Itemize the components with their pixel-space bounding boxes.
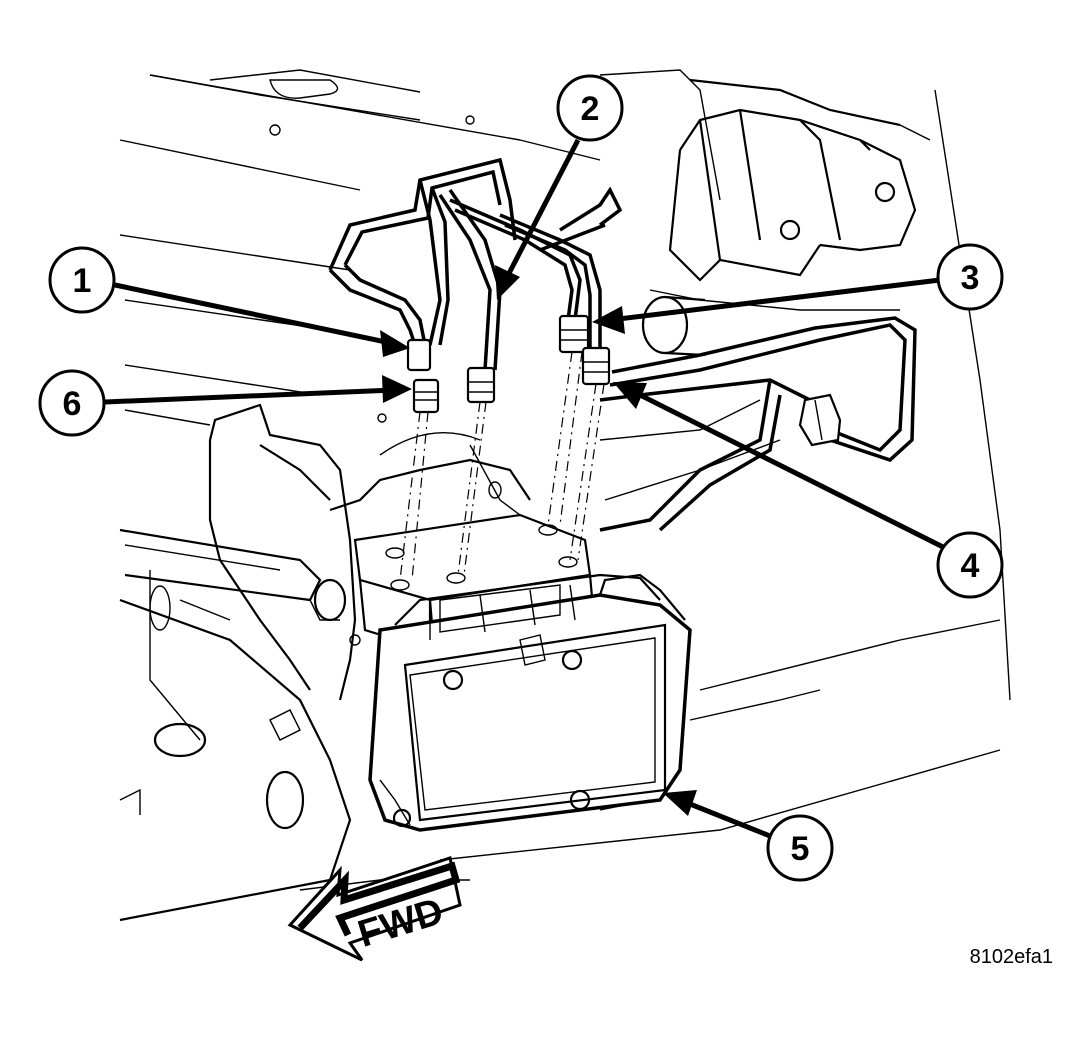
leader-lines: [104, 138, 947, 841]
vehicle-body-structure: [119, 69, 1011, 922]
alignment-lines: [399, 351, 605, 581]
arrowhead-5: [663, 790, 697, 816]
arrowhead-4: [613, 382, 647, 409]
leader-line-3: [609, 277, 941, 323]
callout-label-1: 1: [73, 262, 92, 300]
arrowhead-6: [382, 375, 412, 403]
abs-controller-module: [368, 573, 692, 832]
callout-1: 1: [48, 246, 116, 314]
callout-3: 3: [936, 243, 1004, 311]
arrowhead-2: [495, 265, 520, 300]
leader-line-1: [114, 282, 401, 348]
leader-line-5: [679, 797, 776, 841]
callout-label-5: 5: [791, 830, 810, 868]
leader-line-4: [628, 387, 947, 551]
figure-reference: 8102efa1: [970, 946, 1053, 968]
callout-2: 2: [556, 74, 624, 142]
callout-label-3: 3: [961, 259, 980, 297]
arrowhead-3: [592, 306, 625, 334]
leader-line-2: [500, 138, 581, 287]
leader-line-6: [104, 387, 396, 405]
arrowhead-1: [380, 330, 410, 357]
callout-5: 5: [766, 814, 834, 882]
callout-6: 6: [38, 369, 106, 437]
callout-label-4: 4: [961, 547, 980, 585]
callout-label-6: 6: [63, 385, 82, 423]
callout-4: 4: [936, 531, 1004, 599]
tube-fittings: [406, 314, 611, 414]
callout-label-2: 2: [581, 90, 600, 128]
fwd-arrow: FWD: [287, 856, 462, 962]
brake-lines: [328, 157, 917, 532]
